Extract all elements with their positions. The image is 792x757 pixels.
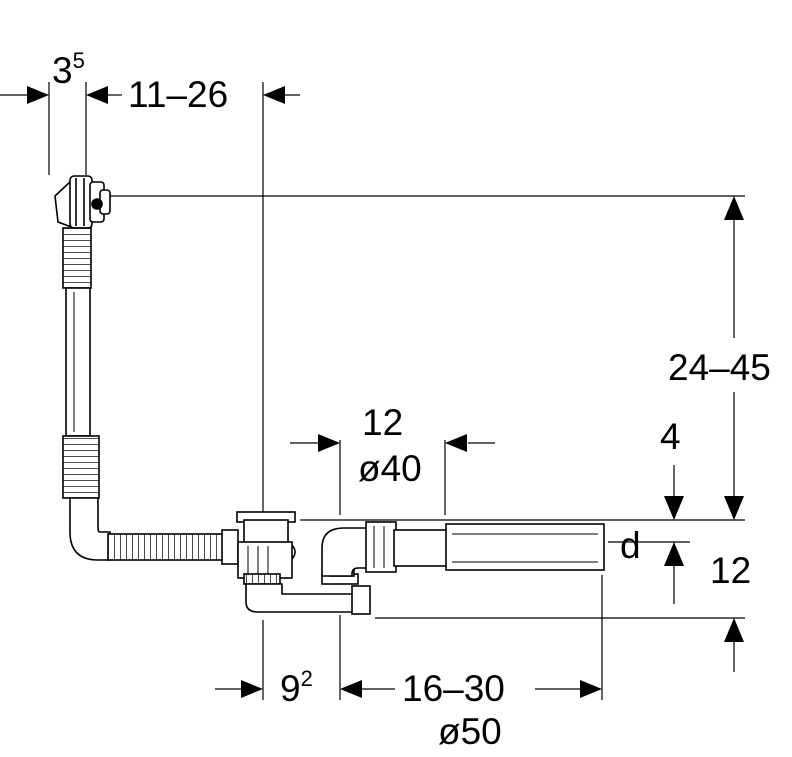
dim-bottom-range: 16–30 (402, 668, 505, 709)
arrowheads (27, 86, 744, 698)
dim-top-left-sup: 5 (72, 48, 85, 73)
drain-body (236, 511, 371, 615)
dim-bottom-left: 92 (280, 668, 313, 709)
dim-pipe-diameter: ø40 (358, 448, 422, 489)
dim-bottom-left-base: 9 (280, 668, 301, 709)
dim-top-left-base: 3 (52, 50, 73, 91)
dim-label-d: d (620, 525, 641, 566)
corrugated-hose (107, 529, 239, 565)
extension-lines (0, 82, 745, 700)
overflow-pipe (62, 227, 111, 561)
dim-offset-12: 12 (710, 550, 752, 591)
dim-top-range: 11–26 (128, 74, 229, 115)
dim-pipe-length: 12 (362, 402, 404, 443)
dim-offset-4: 4 (660, 416, 681, 457)
dim-height-range: 24–45 (668, 347, 771, 388)
dim-top-left: 35 (52, 50, 85, 91)
outlet-pipe (321, 521, 605, 577)
dim-bottom-left-sup: 2 (300, 666, 313, 691)
overflow-head (54, 175, 111, 230)
dim-bottom-diameter: ø50 (438, 711, 502, 752)
